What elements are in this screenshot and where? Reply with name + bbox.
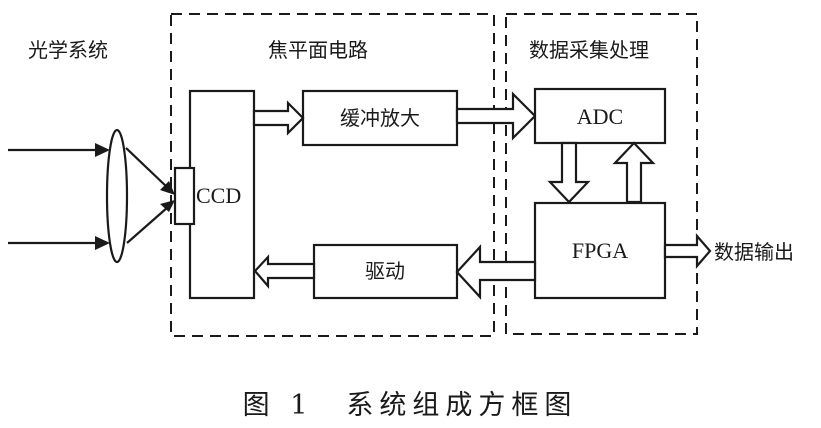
converging-ray-bottom: [126, 200, 175, 244]
arrowhead-icon: [95, 143, 110, 157]
focal-plane-label: 焦平面电路: [268, 38, 368, 62]
data-acq-section-border: [505, 13, 698, 335]
ccd-to-buffer-arrow: [252, 100, 305, 136]
fpga-to-driver-arrow: [455, 244, 537, 300]
fpga-block: [533, 201, 667, 300]
adc-to-fpga-arrow: [547, 141, 591, 204]
arrowhead-icon: [160, 181, 175, 195]
driver-to-ccd-arrow: [253, 254, 316, 289]
lens-icon: [105, 128, 129, 264]
converging-ray-top: [125, 147, 175, 195]
light-ray-bottom: [8, 236, 110, 250]
ccd-label: CCD: [196, 183, 241, 208]
optical-system-label: 光学系统: [28, 38, 108, 62]
buffer-amp-label: 缓冲放大: [340, 106, 420, 130]
figure-caption: 图 1 系统组成方框图: [243, 390, 578, 421]
buffer-to-adc-arrow: [455, 91, 537, 141]
fpga-to-adc-arrow: [612, 141, 656, 204]
arrowhead-icon: [95, 236, 110, 250]
data-output-label: 数据输出: [714, 240, 794, 264]
driver-block: [312, 243, 459, 300]
adc-label: ADC: [577, 104, 623, 129]
ccd-sensor: [173, 166, 196, 226]
light-ray-top: [8, 143, 110, 157]
fpga-output-arrow: [663, 233, 712, 269]
fpga-label: FPGA: [572, 238, 628, 263]
data-acq-label: 数据采集处理: [529, 38, 649, 62]
adc-block: [533, 87, 667, 145]
driver-label: 驱动: [365, 259, 405, 283]
ccd-block: [188, 89, 256, 300]
arrowhead-icon: [160, 200, 175, 212]
